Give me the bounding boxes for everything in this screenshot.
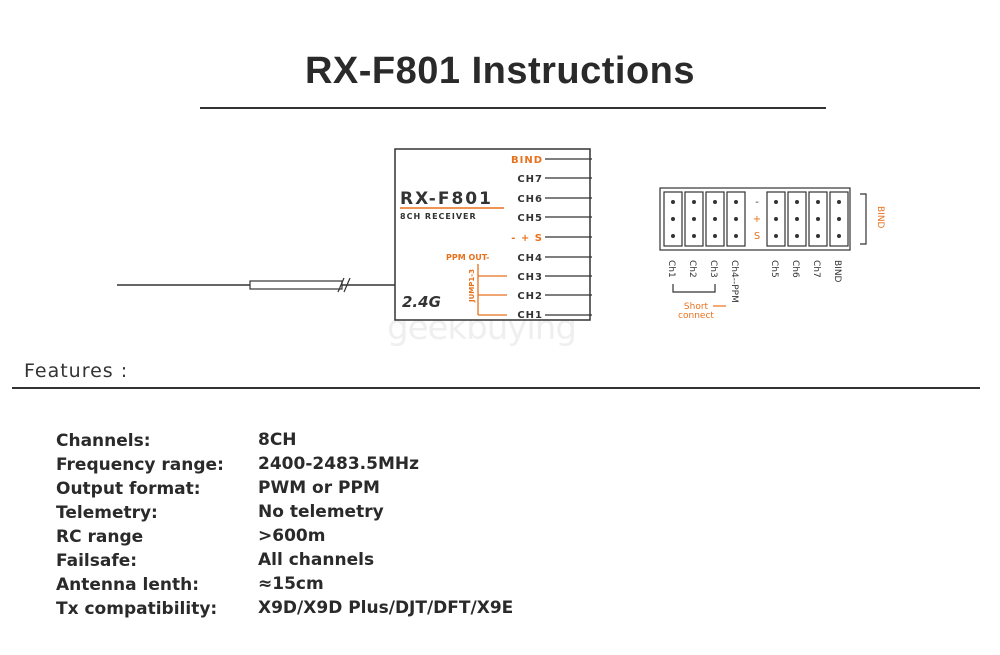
short-label: Short: [684, 302, 709, 312]
features-divider: [12, 387, 980, 389]
antenna-sleeve: [249, 280, 343, 290]
feature-value: No telemetry: [258, 502, 384, 522]
title-divider: [200, 107, 826, 109]
pin-ch6: CH6: [517, 194, 543, 205]
ppm-out-label: PPM OUT-: [446, 253, 489, 262]
feature-value: ≈15cm: [258, 574, 324, 594]
label-bind: BIND: [832, 260, 842, 283]
bind-bracket: [860, 193, 867, 245]
feature-value: X9D/X9D Plus/DJT/DFT/X9E: [258, 598, 514, 618]
connect-label: connect: [678, 311, 714, 321]
feature-value: >600m: [258, 526, 326, 546]
jump-label: JUMP1-3: [468, 269, 476, 303]
feature-label: Antenna lenth:: [56, 575, 199, 595]
feature-label: Frequency range:: [56, 455, 224, 475]
feature-label: Channels:: [56, 431, 151, 451]
power-signal: S: [754, 231, 760, 242]
receiver-model: RX-F801: [400, 189, 493, 209]
page-title: RX-F801 Instructions: [304, 50, 696, 92]
features-heading: Features :: [24, 360, 129, 382]
pin-ch7: CH7: [517, 174, 543, 185]
receiver-band: 2.4G: [402, 293, 441, 311]
jumper-bracket: [477, 264, 507, 316]
pin-power: - + S: [511, 233, 543, 244]
power-plus: +: [753, 214, 761, 225]
label-ch5: Ch5: [769, 260, 779, 278]
pin-ch3: CH3: [517, 272, 543, 283]
pin-ch5: CH5: [517, 213, 543, 224]
feature-label: Telemetry:: [56, 503, 158, 523]
feature-value: 2400-2483.5MHz: [258, 454, 420, 474]
power-minus: -: [755, 197, 759, 208]
label-ch7: Ch7: [811, 260, 821, 278]
short-connect-bracket: [672, 284, 716, 293]
pin-bind: BIND: [511, 155, 543, 166]
label-ch3: Ch3: [708, 260, 718, 278]
label-ch6: Ch6: [790, 260, 800, 278]
label-ch2: Ch2: [687, 260, 697, 278]
pin-ch1: CH1: [517, 310, 543, 321]
feature-label: Output format:: [56, 479, 201, 499]
feature-label: RC range: [56, 527, 144, 547]
feature-value: PWM or PPM: [258, 478, 380, 498]
feature-label: Failsafe:: [56, 551, 138, 571]
feature-value: All channels: [258, 550, 375, 570]
antenna-break-mark: [337, 277, 351, 293]
label-ch4-ppm: Ch4--PPM: [729, 260, 739, 303]
receiver-subtitle: 8CH RECEIVER: [400, 212, 477, 221]
feature-label: Tx compatibility:: [56, 599, 218, 619]
label-ch1: Ch1: [666, 260, 676, 278]
connector-bind-label: BIND: [875, 206, 885, 229]
feature-value: 8CH: [258, 430, 297, 450]
pin-ch2: CH2: [517, 291, 543, 302]
pin-ch4: CH4: [517, 253, 543, 264]
